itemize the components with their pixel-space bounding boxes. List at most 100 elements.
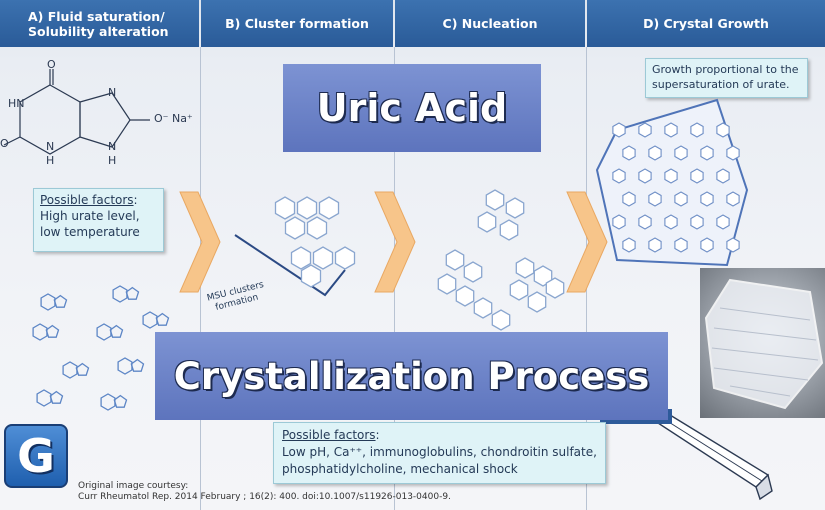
msu-cluster-diagram [234,196,356,297]
lattice-hexagon [622,145,636,161]
lattice-hexagon [664,122,678,138]
nucleation-hexagon [545,277,565,299]
atom-n-right-top: N [108,86,117,99]
lattice-hexagon [700,191,714,207]
cluster-axis-line [234,234,346,297]
banner-crystallization-text: Crystallization Process [173,354,650,398]
lattice-hexagon [612,168,626,184]
dissolved-urate-molecules [32,285,170,411]
atom-h-bottom: H [46,154,55,167]
header-crystal-growth: D) Crystal Growth [587,0,825,47]
nucleation-hexagon [499,219,519,241]
goutpal-logo: G [4,424,68,488]
header-cluster-formation-label: B) Cluster formation [225,16,369,31]
urate-molecule [142,311,170,329]
nucleation-hexagon [509,279,529,301]
growth-note-box: Growth proportional to the supersaturati… [645,58,808,98]
lattice-hexagon [726,237,740,253]
possible-factors-box-a: Possible factors: High urate level, low … [33,188,164,252]
header-nucleation: C) Nucleation [395,0,585,47]
cluster-hexagon [290,246,312,270]
urate-molecule [36,389,64,407]
lattice-hexagon [612,122,626,138]
atom-o-na: O⁻ Na⁺ [154,112,193,125]
cluster-hexagon [318,196,340,220]
chevron-arrow-2 [374,191,416,293]
header-fluid-saturation-line2: Solubility alteration [28,23,169,39]
header-fluid-saturation-line1: A) Fluid saturation/ [28,8,165,24]
image-credit: Original image courtesy: Curr Rheumatol … [78,481,451,503]
nucleation-hexagon [527,291,547,313]
header-fluid-saturation: A) Fluid saturation/Solubility alteratio… [0,0,199,47]
lattice-hexagon [622,237,636,253]
nucleation-hexagon [455,285,475,307]
lattice-hexagon [716,168,730,184]
lattice-hexagon [700,145,714,161]
box-a-title: Possible factors [40,193,134,207]
box-bottom-title: Possible factors [282,428,376,442]
box-bottom-line2: phosphatidylcholine, mechanical shock [282,462,518,476]
nucleation-hexagon [477,211,497,233]
lattice-hexagon [674,145,688,161]
lattice-hexagon [716,122,730,138]
nucleation-clusters [437,189,565,331]
lattice-hexagon [648,145,662,161]
lattice-hexagon [664,214,678,230]
atom-n-right-bottom: N [108,140,117,153]
nucleation-hexagon [505,197,525,219]
atom-hn: HN [8,97,25,110]
crystal-photo-hexagon [704,278,824,410]
logo-letter: G [17,429,55,483]
crystal-needle [656,414,773,501]
possible-factors-box-bottom: Possible factors: Low pH, Ca⁺⁺, immunogl… [273,422,606,484]
chevron-arrow-1 [179,191,221,293]
urate-molecule [62,361,90,379]
chevron-arrow-3 [566,191,608,293]
cluster-hexagon [300,264,322,288]
lattice-hexagon [690,168,704,184]
cluster-hexagon [274,196,296,220]
box-bottom-colon: : [375,428,380,442]
lattice-hexagon [638,168,652,184]
box-a-line1: High urate level, [40,209,140,223]
box-bottom-title-line: Possible factors: [282,427,597,444]
cluster-hexagon [306,216,328,240]
lattice-hexagon [674,237,688,253]
box-d-line2: supersaturation of urate. [652,78,790,91]
banner-crystallization-process: Crystallization Process [155,332,668,420]
urate-molecule [100,393,128,411]
urate-structure [3,69,150,155]
header-cluster-formation: B) Cluster formation [201,0,393,47]
cluster-hexagon [312,246,334,270]
urate-molecule [112,285,140,303]
nucleation-hexagon [533,265,553,287]
lattice-hexagon [664,168,678,184]
banner-uric-acid: Uric Acid [283,64,541,152]
lattice-hexagon [638,214,652,230]
lattice-hexagon [622,191,636,207]
lattice-hexagon [700,237,714,253]
nucleation-hexagon [515,257,535,279]
lattice-hexagon [690,214,704,230]
urate-molecule [96,323,124,341]
urate-molecule [117,357,145,375]
nucleation-hexagon [463,261,483,283]
nucleation-hexagon [473,297,493,319]
lattice-hexagon [638,122,652,138]
credit-line2: Curr Rheumatol Rep. 2014 February ; 16(2… [78,492,451,502]
header-nucleation-label: C) Nucleation [442,16,538,31]
lattice-hexagon [690,122,704,138]
credit-line1: Original image courtesy: [78,481,189,491]
box-a-colon: : [133,193,138,207]
box-a-line2: low temperature [40,225,140,239]
cluster-hexagon [334,246,356,270]
crystal-photo [700,268,825,418]
nucleation-hexagon [445,249,465,271]
lattice-hexagon [726,145,740,161]
lattice-hexagon [648,191,662,207]
box-a-title-line: Possible factors: [40,192,157,208]
box-bottom-line1: Low pH, Ca⁺⁺, immunoglobulins, chondroit… [282,445,597,459]
lattice-hexagon [674,191,688,207]
atom-o-left: O [0,137,9,150]
